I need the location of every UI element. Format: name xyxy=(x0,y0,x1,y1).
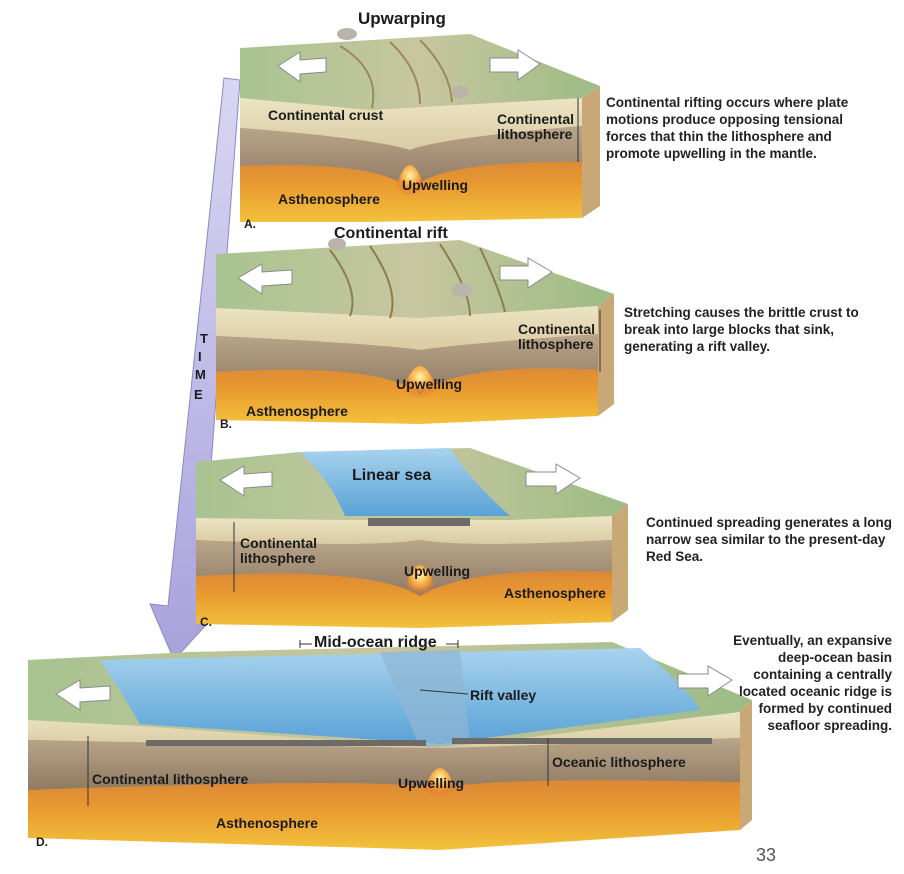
panel-b-title: Continental rift xyxy=(334,225,448,242)
label-continental-lithosphere-c: Continental lithosphere xyxy=(240,535,317,566)
panel-c-caption: Continued spreading generates a long nar… xyxy=(646,515,893,564)
label-upwelling-b: Upwelling xyxy=(396,376,463,392)
time-letter-e: E xyxy=(194,387,203,402)
panel-b-block xyxy=(216,238,614,424)
label-asthenosphere-c: Asthenosphere xyxy=(504,585,606,601)
label-upwelling-a: Upwelling xyxy=(402,177,469,193)
label-rift-valley: Rift valley xyxy=(470,687,537,703)
panel-d-block xyxy=(28,640,752,850)
label-asthenosphere-d: Asthenosphere xyxy=(216,815,318,831)
label-upwelling-c: Upwelling xyxy=(404,563,471,579)
panel-c-letter: C. xyxy=(200,615,212,629)
panel-a-block xyxy=(240,28,600,222)
time-letter-t: T xyxy=(200,331,208,346)
panel-d-caption: Eventually, an expansive deep-ocean basi… xyxy=(733,633,892,733)
label-asthenosphere-b: Asthenosphere xyxy=(246,403,348,419)
panel-a-letter: A. xyxy=(244,217,256,231)
panel-c-title: Linear sea xyxy=(352,467,432,484)
panel-d-letter: D. xyxy=(36,835,48,849)
label-upwelling-d: Upwelling xyxy=(398,775,465,791)
time-letter-i: I xyxy=(198,349,202,364)
panel-b-caption: Stretching causes the brittle crust to b… xyxy=(624,305,859,354)
panel-a-caption: Continental rifting occurs where plate m… xyxy=(606,95,849,161)
panel-a-title: Upwarping xyxy=(358,9,446,28)
label-continental-lithosphere-b: Continental lithosphere xyxy=(518,321,595,352)
panel-d-title: Mid-ocean ridge xyxy=(314,634,437,651)
label-continental-crust: Continental crust xyxy=(268,107,384,123)
time-arrow xyxy=(149,77,241,661)
panel-b-letter: B. xyxy=(220,417,232,431)
time-letter-m: M xyxy=(195,367,206,382)
label-oceanic-lithosphere: Oceanic lithosphere xyxy=(552,754,686,770)
page-number: 33 xyxy=(756,845,777,865)
label-asthenosphere-a: Asthenosphere xyxy=(278,191,380,207)
label-continental-lithosphere-a: Continental lithosphere xyxy=(497,111,574,142)
panel-c-block xyxy=(196,448,628,628)
label-continental-lithosphere-d: Continental lithosphere xyxy=(92,771,249,787)
